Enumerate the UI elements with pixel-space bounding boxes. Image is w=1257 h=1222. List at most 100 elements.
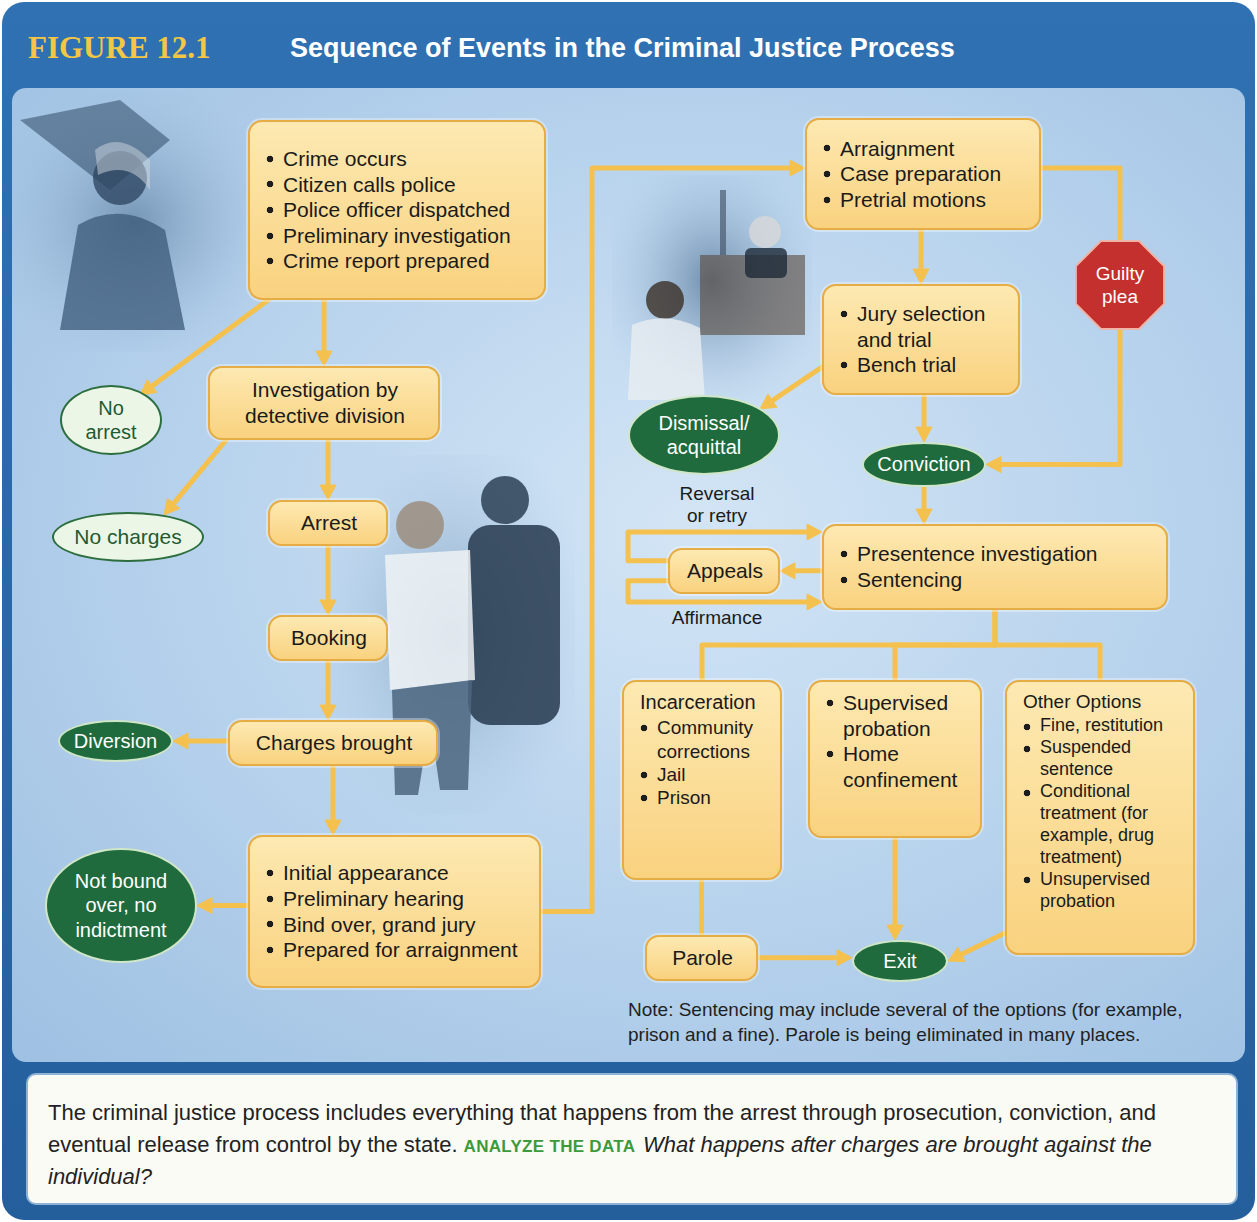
- connector-line: [541, 168, 795, 912]
- arrowhead: [173, 733, 188, 749]
- officer-body: [468, 525, 560, 725]
- flow-connector: [316, 300, 332, 366]
- edge-label: Reversal or retry: [669, 483, 765, 527]
- arrowhead: [916, 509, 932, 524]
- connector-line: [922, 395, 927, 432]
- arrowhead: [913, 269, 929, 284]
- connector-line: [183, 739, 228, 744]
- figure-number: FIGURE 12.1: [28, 30, 211, 66]
- flow-connector: [887, 838, 903, 940]
- flow-connector: [995, 610, 1100, 680]
- bullet-item: Preliminary hearing: [266, 886, 525, 912]
- bullet-item: Suspended sentence: [1023, 737, 1179, 781]
- flow-connector: [701, 880, 702, 935]
- bullet-item: Sentencing: [840, 567, 1152, 593]
- connector-line: [893, 838, 898, 930]
- bullet-item: Home confinement: [826, 741, 966, 792]
- bullet-item: Crime occurs: [266, 146, 530, 172]
- arrowhead: [760, 394, 777, 409]
- node-text: Guilty plea: [1087, 262, 1153, 308]
- arrowhead: [325, 820, 341, 835]
- flow-connector: [325, 766, 341, 835]
- arrowhead: [316, 351, 332, 366]
- node-text: Parole: [672, 945, 733, 971]
- process-box: Presentence investigationSentencing: [822, 524, 1168, 610]
- process-box: Crime occursCitizen calls policePolice o…: [248, 120, 546, 300]
- flow-connector: [164, 440, 226, 515]
- flow-connector: [780, 563, 822, 579]
- connector-line: [1041, 168, 1120, 240]
- bullet-item: Police officer dispatched: [266, 197, 530, 223]
- connector-line: [331, 766, 336, 825]
- box-heading: Incarceration: [640, 690, 766, 714]
- node-text: Exit: [883, 949, 916, 973]
- suspect-shirt: [385, 550, 475, 690]
- connector-line: [326, 440, 331, 490]
- connector-line: [322, 300, 327, 356]
- connector-line: [919, 230, 924, 274]
- process-box: Initial appearancePreliminary hearingBin…: [248, 835, 541, 988]
- bullet-item: Crime report prepared: [266, 248, 530, 274]
- octagon-shape: [1075, 240, 1165, 330]
- edge-label: Affirmance: [659, 607, 775, 629]
- connector-line: [995, 610, 1100, 680]
- node-text: Conviction: [877, 452, 970, 476]
- judge-head: [749, 216, 781, 248]
- bullet-item: Pretrial motions: [823, 187, 1025, 213]
- flow-connector: [916, 487, 932, 524]
- exit-ellipse: Diversion: [58, 720, 173, 762]
- arrowhead: [320, 485, 336, 500]
- photo-ground: [612, 175, 812, 410]
- suspect-head: [396, 501, 444, 549]
- exit-ellipse: Not bound over, no indictment: [45, 848, 197, 963]
- flow-connector: [948, 933, 1005, 962]
- arrowhead: [164, 498, 180, 515]
- process-box: Appeals: [668, 548, 780, 594]
- figure-title: Sequence of Events in the Criminal Justi…: [290, 33, 955, 64]
- process-box: Supervised probationHome confinement: [808, 680, 982, 838]
- bullet-item: Bind over, grand jury: [266, 912, 525, 938]
- process-box: Arrest: [268, 500, 388, 546]
- arrowhead: [986, 457, 1001, 473]
- connector-line: [699, 880, 704, 935]
- bullet-item: Presentence investigation: [840, 541, 1152, 567]
- bullet-item: Preliminary investigation: [266, 223, 530, 249]
- analyze-heading: ANALYZE THE DATA: [464, 1137, 636, 1156]
- connector-line: [326, 546, 331, 605]
- arrowhead: [807, 594, 822, 610]
- bullet-item: Supervised probation: [826, 690, 966, 741]
- bullet-item: Arraignment: [823, 136, 1025, 162]
- defendant-body: [628, 318, 705, 400]
- process-box: IncarcerationCommunity correctionsJailPr…: [622, 680, 782, 880]
- process-box: ArraignmentCase preparationPretrial moti…: [805, 118, 1041, 230]
- arrowhead: [948, 947, 965, 961]
- octagon-fill: [1076, 241, 1164, 329]
- flow-connector: [320, 440, 336, 500]
- bullet-item: Community corrections: [640, 716, 766, 762]
- exit-ellipse: Dismissal/ acquittal: [628, 395, 780, 475]
- bullet-item: Conditional treatment (for example, drug…: [1023, 781, 1179, 869]
- connector-line: [957, 933, 1005, 957]
- node-text: No charges: [74, 524, 181, 550]
- woman-hair: [95, 142, 150, 190]
- bullet-item: Unsupervised probation: [1023, 869, 1179, 913]
- bullet-item: Jail: [640, 763, 766, 786]
- stop-octagon: Guilty plea: [1075, 240, 1165, 330]
- exit-ellipse: Conviction: [862, 442, 986, 487]
- arrowhead: [916, 427, 932, 442]
- connector-line: [895, 610, 995, 680]
- arrowhead: [780, 563, 795, 579]
- arrowhead: [887, 925, 903, 940]
- judge-robe: [745, 248, 787, 278]
- bullet-item: Citizen calls police: [266, 172, 530, 198]
- connector-line: [326, 661, 331, 710]
- flow-connector: [913, 230, 929, 284]
- process-box: Other OptionsFine, restitutionSuspended …: [1005, 680, 1195, 955]
- flow-connector: [758, 950, 852, 966]
- connector-line: [758, 955, 842, 960]
- connector-line: [207, 903, 248, 908]
- arrowhead: [790, 160, 805, 176]
- flow-connector: [760, 367, 822, 409]
- flow-connector: [173, 733, 228, 749]
